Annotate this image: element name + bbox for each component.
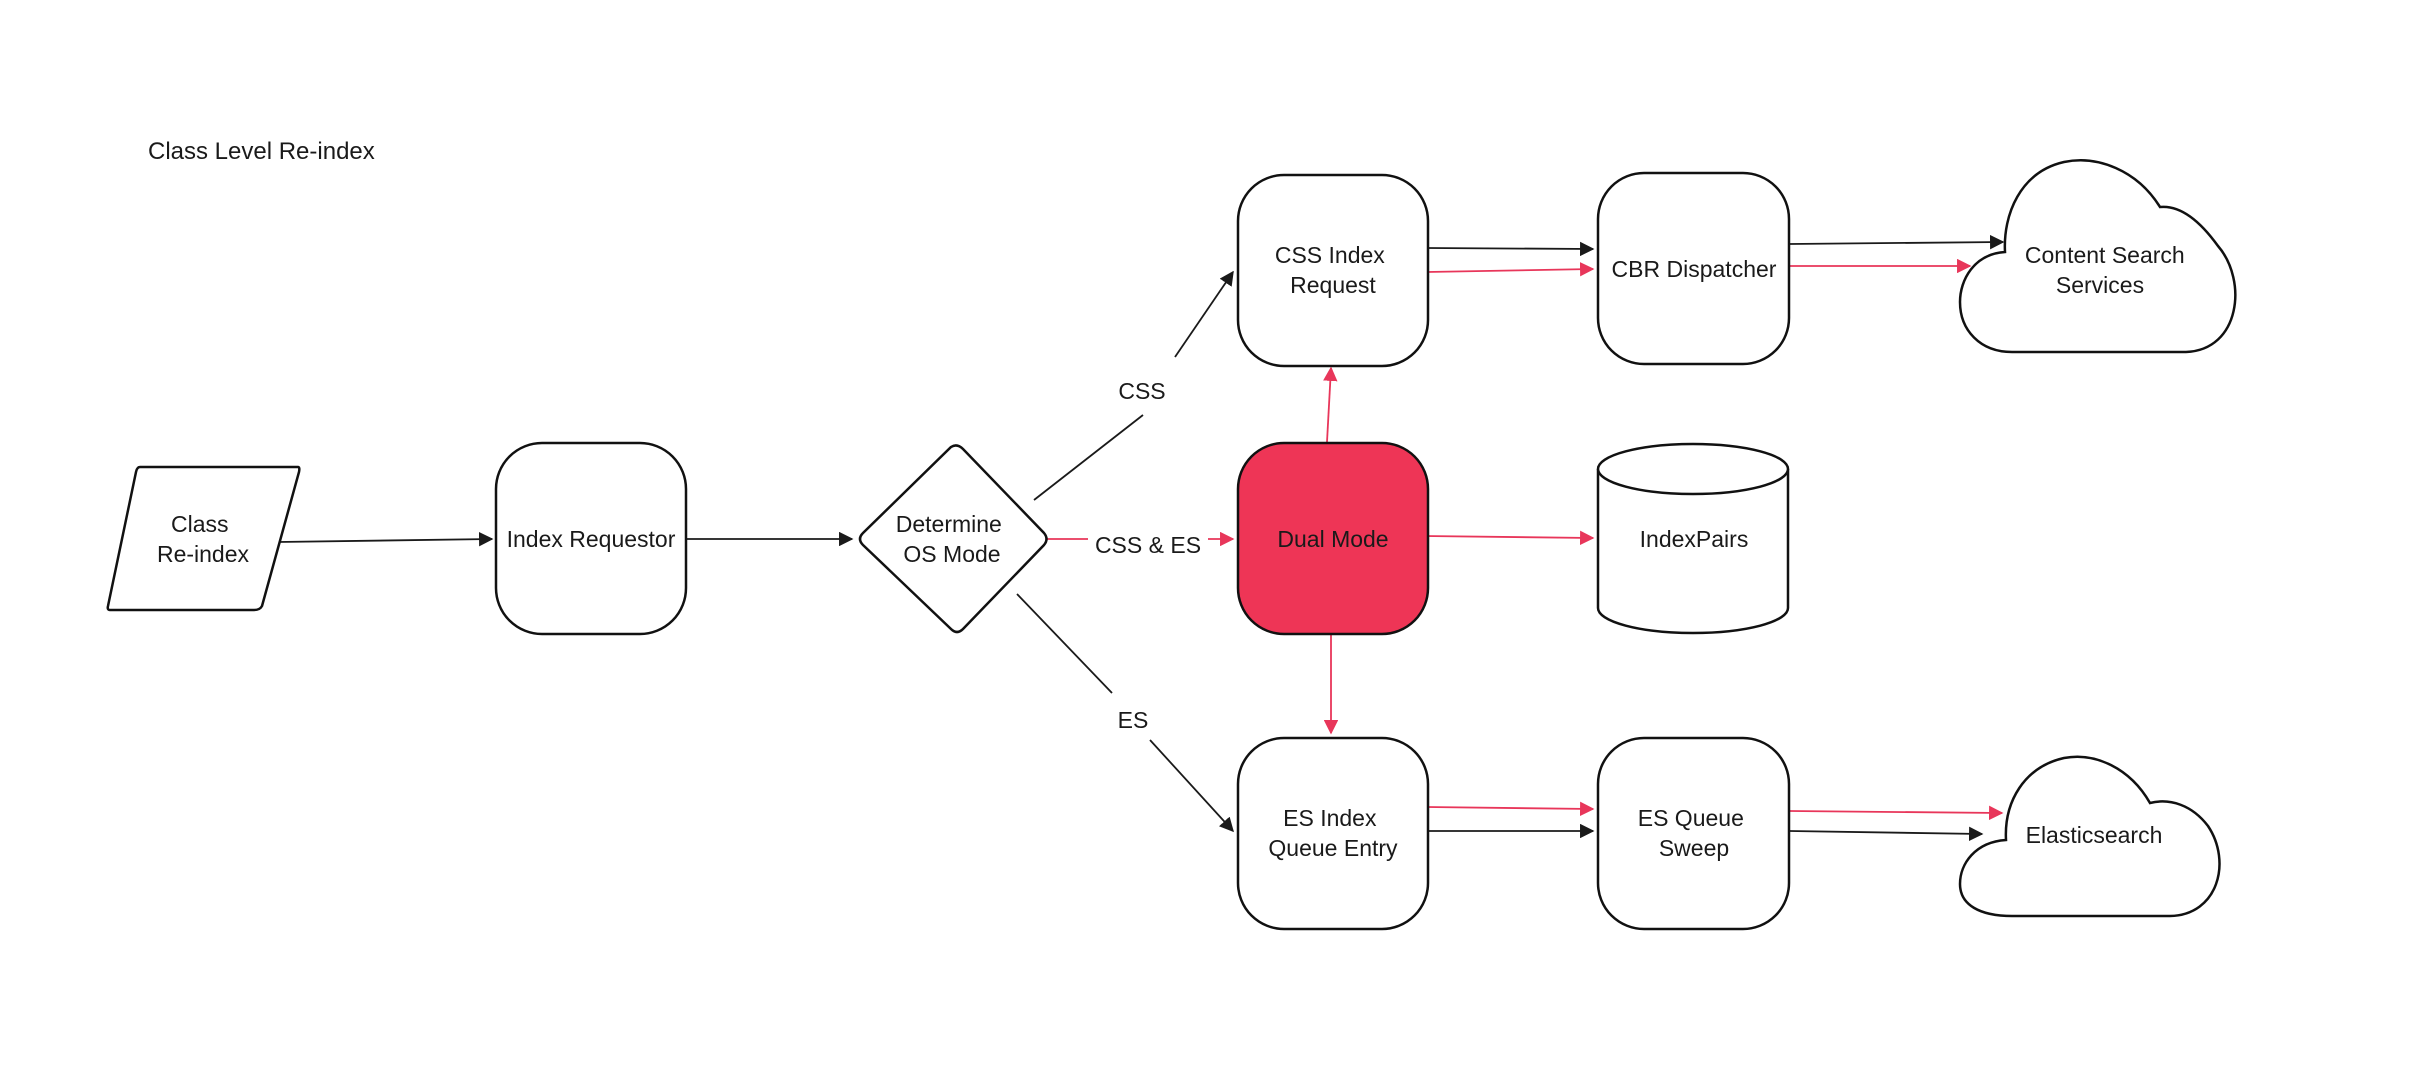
node-es-queue-sweep[interactable]: ES Queue Sweep (1596, 736, 1791, 931)
node-index-pairs[interactable]: IndexPairs (1596, 442, 1790, 635)
edge-label-css: CSS (1118, 378, 1165, 404)
edge-sweep-to-elastic-black (1789, 826, 1984, 841)
node-label-determine-os-mode: Determine OS Mode (896, 511, 1009, 567)
edge-decision-css-part1 (1033, 414, 1144, 501)
node-dual-mode[interactable]: Dual Mode (1236, 441, 1430, 636)
node-css-index-request[interactable]: CSS Index Request (1236, 173, 1430, 368)
edge-decision-css-part2 (1174, 270, 1234, 358)
edge-dual-to-css (1323, 366, 1338, 443)
edge-cbr-to-css-black (1789, 234, 2005, 250)
node-index-requestor[interactable]: Index Requestor (494, 441, 688, 636)
node-elasticsearch[interactable]: Elasticsearch (1958, 755, 2221, 918)
edge-decision-es-part1 (1016, 593, 1113, 694)
node-class-reindex[interactable]: Class Re-index (106, 465, 301, 612)
edge-css-to-cbr-black (1426, 241, 1595, 257)
edge-class-to-requestor (277, 531, 494, 547)
node-cbr-dispatcher[interactable]: CBR Dispatcher (1596, 171, 1791, 366)
edge-es-to-sweep-red (1426, 801, 1595, 817)
node-label-class-reindex: Class Re-index (157, 511, 250, 567)
node-label-index-pairs: IndexPairs (1640, 526, 1749, 552)
edge-label-es: ES (1118, 707, 1149, 733)
node-label-elasticsearch: Elasticsearch (2026, 822, 2163, 848)
edge-sweep-to-elastic-red (1789, 805, 2004, 821)
node-label-index-requestor: Index Requestor (507, 526, 676, 552)
edge-css-to-cbr-red (1426, 262, 1595, 277)
edge-label-css-es: CSS & ES (1095, 532, 1201, 558)
node-label-dual-mode: Dual Mode (1277, 526, 1388, 552)
node-es-index-queue-entry[interactable]: ES Index Queue Entry (1236, 736, 1430, 931)
edge-decision-es-part2 (1149, 739, 1234, 833)
node-label-content-search-services: Content Search Services (2025, 242, 2191, 298)
node-determine-os-mode[interactable]: Determine OS Mode (858, 444, 1048, 634)
node-label-cbr-dispatcher: CBR Dispatcher (1612, 256, 1777, 282)
node-label-es-queue-sweep: ES Queue Sweep (1638, 805, 1751, 861)
node-label-css-index-request: CSS Index Request (1275, 242, 1391, 298)
node-content-search-services[interactable]: Content Search Services (1958, 159, 2237, 354)
diagram-title: Class Level Re-index (148, 138, 375, 165)
edge-dual-to-indexpairs (1423, 530, 1595, 546)
edges (277, 234, 2005, 841)
node-label-es-index-queue-entry: ES Index Queue Entry (1268, 805, 1398, 861)
